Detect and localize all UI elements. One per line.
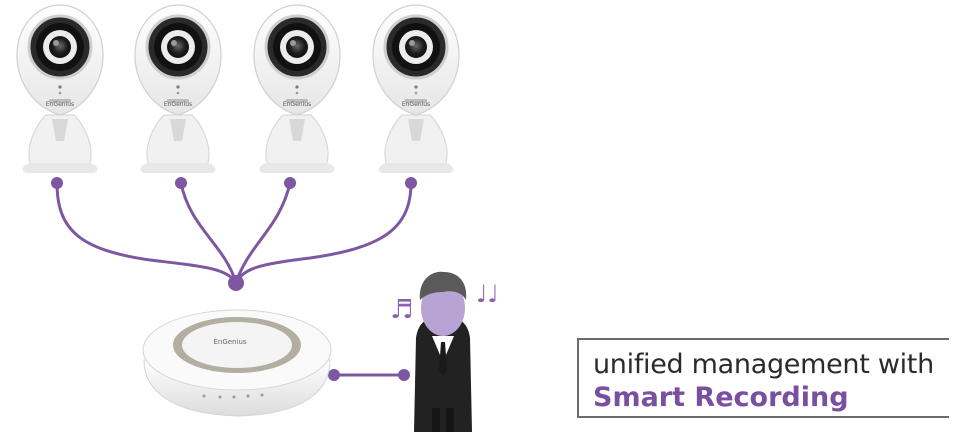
router-brand: EnGenius [213, 338, 246, 346]
music-note-icon: ♬ [390, 295, 413, 325]
camera-3: EnGenius [252, 3, 342, 175]
connector-dot-camera-3 [284, 177, 296, 189]
camera-2: EnGenius [133, 3, 223, 175]
music-note-icon: ♩♩ [476, 280, 499, 308]
camera-brand: EnGenius [283, 101, 311, 108]
connector-dot-person [398, 369, 410, 381]
connector-dot-camera-1 [51, 177, 63, 189]
connector-hub-dot [228, 275, 244, 291]
caption-text: unified management with [593, 349, 934, 380]
camera-brand: EnGenius [402, 101, 430, 108]
router: EnGenius [142, 309, 332, 417]
connector-dot-camera-2 [175, 177, 187, 189]
camera-4: EnGenius [371, 3, 461, 175]
connector-camera-4 [234, 182, 413, 284]
connector-dot-camera-4 [405, 177, 417, 189]
caption-highlight: Smart Recording [593, 382, 849, 413]
connector-camera-2 [179, 182, 238, 284]
person-icon [414, 271, 472, 432]
connector-camera-1 [55, 182, 238, 284]
camera-1: EnGenius [15, 3, 105, 175]
connector-camera-3 [234, 182, 292, 284]
camera-brand: EnGenius [164, 101, 192, 108]
caption-box: unified management with Smart Recording [577, 338, 949, 418]
camera-brand: EnGenius [46, 101, 74, 108]
connector-dot-router [328, 369, 340, 381]
camera-connectors [55, 182, 413, 377]
